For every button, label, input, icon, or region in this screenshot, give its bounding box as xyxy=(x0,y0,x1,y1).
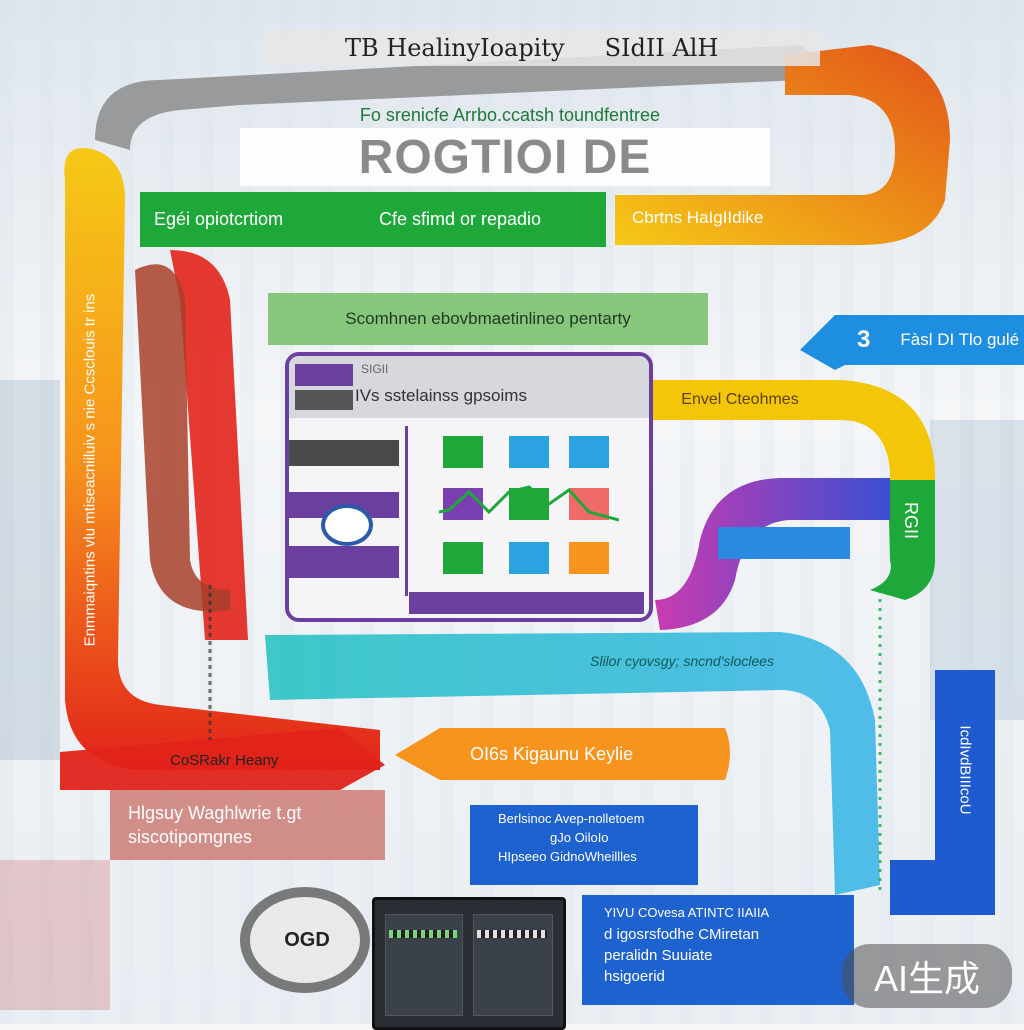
red-left-arrow xyxy=(60,728,385,790)
sidebar-gray-bar xyxy=(289,440,399,466)
red-lower-line-1: Hlgsuy Waghlwrie t.gt xyxy=(128,802,302,823)
dashboard-panel: SIGII IVs sstelainss gpsoims xyxy=(285,352,653,622)
green-vertical-label-box: RGII xyxy=(888,485,934,555)
light-green-banner: Scomhnen ebovbmaetinlineo pentarty xyxy=(268,293,708,345)
green-bar-left-label: Egéi opiotcrtiom xyxy=(154,209,284,229)
ai-generated-badge: AI生成 xyxy=(842,944,1012,1008)
orange-top-right-label-box: Cbrtns HaIgIIdike xyxy=(620,198,850,238)
top-right-loop xyxy=(615,45,950,245)
blue-center-block: Berlsinoc Avep-nolletoem gJo OiloIo HIps… xyxy=(470,805,698,885)
gray-circle-label-box: OGD xyxy=(268,922,346,958)
tile xyxy=(443,488,483,520)
main-heading: ROGTIOI DE xyxy=(358,130,652,184)
tile xyxy=(443,542,483,574)
red-left-label: CoSRakr Heany xyxy=(170,751,279,769)
sidebar-purple-bar-2 xyxy=(289,546,399,578)
server-leds-right xyxy=(477,930,547,938)
green-bar-right-label: Cfe sfimd or repadio xyxy=(379,209,542,229)
red-left-label-box: CoSRakr Heany xyxy=(170,742,350,778)
yellow-right-label-box: Envel Cteohmes xyxy=(640,382,840,418)
blue-right-vertical-label: IcdIvdBIIIcoU xyxy=(956,725,974,815)
yellow-right-loop xyxy=(635,380,935,520)
bottom-blue-line-4: hsigoerid xyxy=(604,968,665,985)
tile xyxy=(569,542,609,574)
background-platform-left xyxy=(0,860,110,1010)
gray-circle-blob xyxy=(240,887,370,993)
tile xyxy=(569,436,609,468)
light-green-banner-label: Scomhnen ebovbmaetinlineo pentarty xyxy=(345,309,631,328)
orange-mid-label: OI6s Kigaunu Keylie xyxy=(470,743,634,764)
header-subtitle: Fo srenicfe Arrbo.ccatsh toundfentree xyxy=(359,104,661,125)
server-leds-left xyxy=(389,930,457,938)
brain-icon xyxy=(321,504,373,546)
orange-mid-arrow xyxy=(395,728,730,780)
bottom-blue-block: YIVU COvesa ATINTC IIAIIA d igosrsfodhe … xyxy=(582,895,854,1005)
blue-top-right-number: 3 xyxy=(857,326,871,353)
bottom-blue-line-2: d igosrsfodhe CMiretan xyxy=(604,926,760,943)
blue-top-right-arrow xyxy=(800,315,1024,370)
main-heading-box: ROGTIOI DE xyxy=(240,128,770,186)
blue-top-right-label: Fàsl DI Tlo gulé xyxy=(900,330,1020,349)
background-building-left xyxy=(0,380,60,760)
blue-center-line-1: Berlsinoc Avep-nolletoem xyxy=(498,811,645,826)
blue-indicator-bar xyxy=(718,527,850,559)
red-lower-line-2-box: siscotipomgnes xyxy=(128,824,378,850)
teal-band xyxy=(265,632,880,895)
gray-circle-label: OGD xyxy=(284,928,330,951)
bottom-blue-line-1: YIVU COvesa ATINTC IIAIIA xyxy=(604,905,770,920)
teal-band-label: Slilor cyovsgy; sncnd'sloclees xyxy=(590,653,774,669)
orange-mid-label-box: OI6s Kigaunu Keylie xyxy=(470,730,720,778)
ai-generated-label: AI生成 xyxy=(873,958,980,999)
panel-bottom-bar xyxy=(409,592,644,614)
gray-top-arrow xyxy=(95,45,820,150)
yellow-right-label: Envel Cteohmes xyxy=(681,391,799,408)
bottom-blue-line-3: peralidn Suuiate xyxy=(604,947,713,964)
blue-top-right-label-box: 3 Fàsl DI Tlo gulé xyxy=(845,318,1024,362)
tile xyxy=(509,488,549,520)
red-lower-line-1-box: Hlgsuy Waghlwrie t.gt xyxy=(128,800,378,826)
tile-grid xyxy=(439,432,619,582)
dashboard-header-swatch xyxy=(295,364,353,386)
dashboard-title: SIGII xyxy=(361,362,389,376)
blue-center-line-3: HIpseeo GidnoWheillles xyxy=(498,849,637,864)
orange-top-right-label: Cbrtns HaIgIIdike xyxy=(632,208,764,227)
red-inner-band xyxy=(170,250,248,640)
teal-band-label-box: Slilor cyovsgy; sncnd'sloclees xyxy=(590,645,820,677)
header-title-bar: TB HealinyIoapity SIdII AlH xyxy=(265,30,820,66)
blue-center-line-2: gJo OiloIo xyxy=(550,830,609,845)
header-title-right: SIdII AlH xyxy=(604,34,719,62)
server-device-icon xyxy=(372,897,566,1030)
red-lower-line-2: siscotipomgnes xyxy=(128,826,253,847)
blue-right-vertical xyxy=(890,670,995,915)
red-lower-block xyxy=(110,790,385,860)
tile xyxy=(443,436,483,468)
blue-right-vertical-label-box: IcdIvdBIIIcoU xyxy=(935,680,995,860)
left-gradient-loop xyxy=(64,148,380,770)
subtitle-bar: Fo srenicfe Arrbo.ccatsh toundfentree xyxy=(250,100,770,130)
tile xyxy=(509,542,549,574)
left-vertical-label-box: Enmmaiqntins vlu mtiseacniiluiv s nie Cc… xyxy=(60,230,120,710)
header-title: TB HealinyIoapity xyxy=(345,34,565,62)
dashboard-subtitle: IVs sstelainss gpsoims xyxy=(355,386,527,405)
panel-divider xyxy=(405,426,408,596)
purple-connector xyxy=(655,478,890,630)
sparkline-icon xyxy=(439,485,619,522)
green-vertical-label: RGII xyxy=(901,501,922,539)
green-bar: Egéi opiotcrtiom Cfe sfimd or repadio xyxy=(140,192,606,247)
left-vertical-label: Enmmaiqntins vlu mtiseacniiluiv s nie Cc… xyxy=(81,293,99,647)
brown-inner-band xyxy=(135,264,230,612)
tile xyxy=(509,436,549,468)
green-right-arrow xyxy=(870,480,935,600)
dashboard-header-swatch-gray xyxy=(295,390,353,410)
